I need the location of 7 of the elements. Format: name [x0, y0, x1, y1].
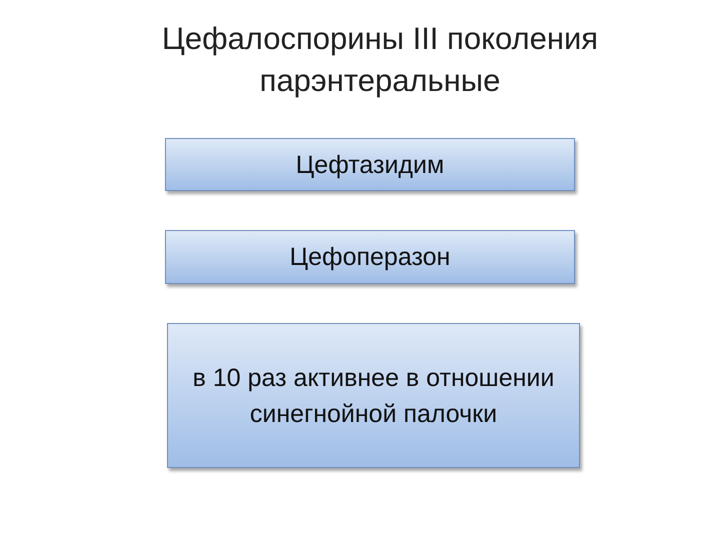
- text-box: [165, 138, 575, 191]
- box-text: в 10 раз активнее в отношении синегнойной палочки: [192, 362, 556, 430]
- box-text: Цефоперазон: [290, 242, 450, 273]
- slide-title: Цефалоспорины III поколения парэнтеральные: [160, 20, 600, 100]
- text-box: [165, 230, 575, 284]
- box-text: Цефтазидим: [296, 150, 444, 180]
- text-box: [167, 323, 580, 468]
